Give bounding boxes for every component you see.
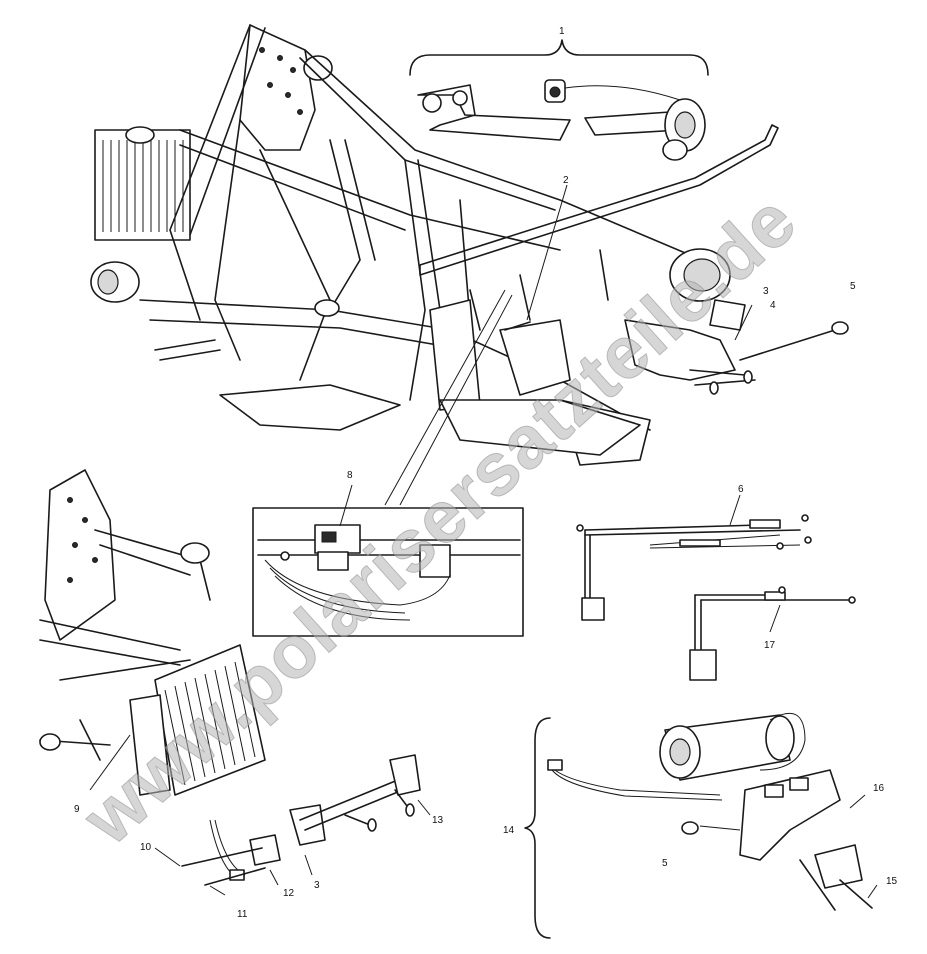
detail-frame <box>252 507 524 637</box>
plug-17 <box>689 649 717 681</box>
harness-6 <box>576 494 812 621</box>
callout-10: 10 <box>140 842 152 853</box>
callout-13: 13 <box>432 815 444 826</box>
bolt-2 <box>504 321 531 331</box>
rear-mount-hardware <box>504 184 849 395</box>
bracket-3b <box>289 804 326 846</box>
clip-5 <box>831 321 849 335</box>
clip-5b <box>681 821 699 835</box>
winch-assembly-14 <box>524 712 878 939</box>
connector <box>419 544 451 578</box>
radiator-9 <box>154 644 266 796</box>
bracket-13 <box>389 754 421 796</box>
item-1-winch-kit <box>409 39 709 161</box>
clamp-12 <box>249 834 281 866</box>
callout-17: 17 <box>764 640 776 651</box>
footrest-left <box>219 384 401 431</box>
harness-17 <box>689 586 856 681</box>
callout-5b: 5 <box>662 858 668 869</box>
callout-1: 1 <box>559 26 565 37</box>
main-frame-assembly <box>90 24 779 466</box>
callout-3b: 3 <box>314 880 320 891</box>
callout-15: 15 <box>886 876 898 887</box>
callout-2: 2 <box>563 175 569 186</box>
callout-3: 3 <box>763 286 769 297</box>
callout-9: 9 <box>74 804 80 815</box>
leader-2 <box>526 184 568 321</box>
bracket-15 <box>814 844 863 889</box>
plug-6 <box>581 597 605 621</box>
frame-tower <box>239 24 316 151</box>
callout-8: 8 <box>347 470 353 481</box>
detail-box-8 <box>252 289 524 637</box>
mount-4 <box>624 319 736 381</box>
callout-14: 14 <box>503 825 515 836</box>
front-frame-detail <box>39 469 431 896</box>
callout-6: 6 <box>738 484 744 495</box>
callout-labels: 1 2 3 4 5 6 8 9 10 11 12 3 13 14 5 15 16… <box>74 26 898 920</box>
footrest-right <box>439 399 641 456</box>
callout-4: 4 <box>770 300 776 311</box>
callout-11: 11 <box>237 909 248 920</box>
callout-16: 16 <box>873 783 885 794</box>
callout-12: 12 <box>283 888 295 899</box>
callout-5: 5 <box>850 281 856 292</box>
front-tower <box>44 469 116 641</box>
